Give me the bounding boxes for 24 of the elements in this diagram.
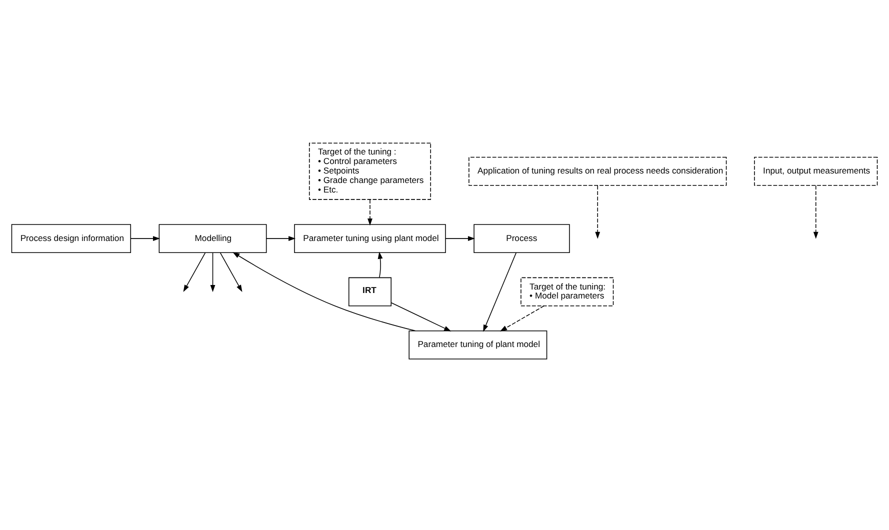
arrow bbox=[500, 306, 544, 332]
arrow bbox=[130, 236, 160, 242]
node-box: Modelling bbox=[158, 224, 267, 254]
arrow bbox=[232, 252, 416, 332]
arrow bbox=[210, 252, 216, 292]
arrow bbox=[483, 252, 516, 332]
node-box: Parameter tuning of plant model bbox=[408, 330, 548, 360]
node-box: Process design information bbox=[11, 224, 132, 254]
arrow bbox=[220, 252, 242, 292]
node-box: Process bbox=[474, 224, 570, 254]
arrow bbox=[390, 302, 452, 332]
arrow bbox=[378, 252, 383, 278]
arrow bbox=[445, 236, 476, 242]
node-box: Target of the tuning : • Control parameters • Setpoints • Grade change parameters • Etc. bbox=[308, 142, 431, 200]
arrow bbox=[813, 185, 818, 239]
arrow bbox=[595, 185, 600, 239]
node-box: Parameter tuning using plant model bbox=[294, 224, 446, 254]
node-box: Target of the tuning: • Model parameters bbox=[520, 277, 614, 306]
arrow bbox=[183, 252, 206, 292]
node-box: IRT bbox=[348, 277, 392, 306]
arrow bbox=[368, 199, 372, 226]
node-box: Input, output measurements bbox=[754, 156, 878, 186]
arrow bbox=[266, 236, 296, 242]
node-box: Application of tuning results on real process needs consideration bbox=[468, 156, 727, 186]
